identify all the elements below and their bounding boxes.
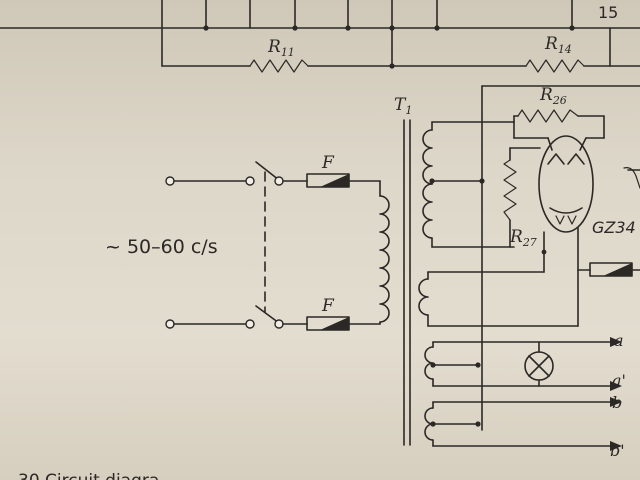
label-t1: T1 (394, 95, 412, 117)
mains-terminal-top (165, 176, 175, 186)
rectifier-tube-gz34 (538, 135, 594, 233)
label-output-a: a (614, 331, 624, 350)
label-fuse-top: F (321, 153, 335, 173)
label-r26: R26 (539, 85, 567, 107)
label-output-b: b (612, 393, 622, 412)
label-output-a-prime: a' (612, 371, 626, 390)
label-tube-gz34: GZ34 (592, 218, 636, 237)
label-output-b-prime: b' (610, 441, 625, 460)
switch-blade-top (255, 161, 280, 181)
mains-terminal-bottom (165, 319, 175, 329)
tube-cathode (549, 207, 583, 214)
mains-input (165, 161, 381, 331)
transformer-primary (379, 180, 390, 325)
top-bus-section (0, 0, 640, 73)
resistor-r14 (525, 59, 585, 73)
label-r14: R14 (544, 34, 572, 56)
label-r27: R27 (509, 227, 537, 249)
rectifier-section (475, 85, 640, 431)
output-arrows (610, 337, 622, 451)
caption-fragment: 30 Circuit diagra.... (18, 471, 181, 480)
resistor-r26 (517, 109, 579, 123)
transformer-secondaries (418, 121, 611, 447)
corner-fragment: 15 (598, 3, 618, 22)
resistor-r11 (249, 59, 309, 73)
label-r11: R11 (267, 37, 295, 59)
tube-anodes (547, 153, 585, 165)
switch-blade-bottom (255, 305, 280, 324)
pilot-lamp-icon (524, 341, 554, 387)
resistor-r27 (503, 159, 517, 221)
label-mains-frequency: ~ 50–60 c/s (105, 236, 218, 258)
label-fuse-bottom: F (321, 296, 335, 316)
